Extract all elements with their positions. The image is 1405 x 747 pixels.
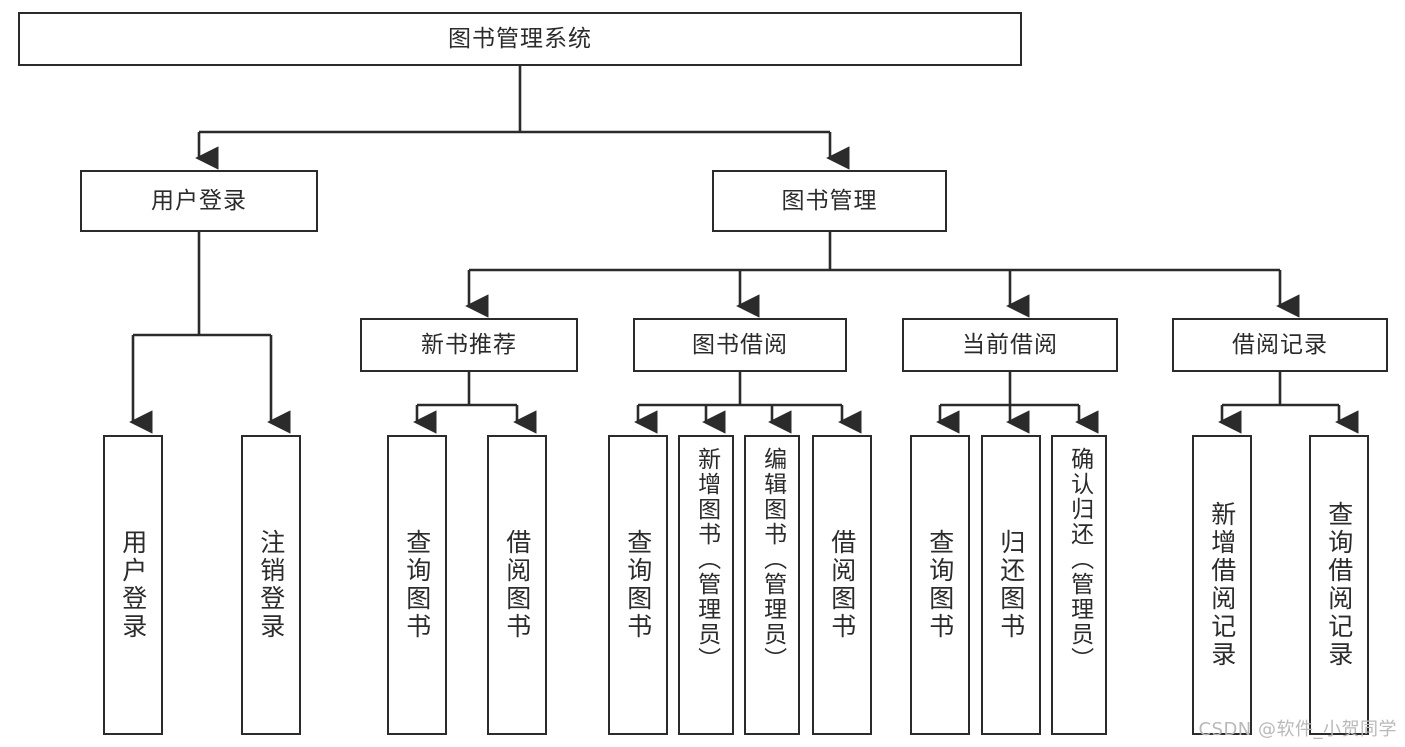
- node-label: 用户登录: [151, 187, 247, 214]
- node-label: 图书管理: [781, 187, 878, 214]
- csdn-watermark: CSDN @软件_小贺同学: [1198, 719, 1397, 740]
- node-label: 查询图书: [925, 529, 955, 641]
- leaf-query-book-recommend[interactable]: 查询图书: [387, 435, 447, 735]
- node-label: 当前借阅: [962, 331, 1058, 358]
- node-label: 查询图书: [623, 529, 653, 641]
- node-new-book-recommend[interactable]: 新书推荐: [360, 318, 578, 372]
- node-label: 查询图书: [402, 529, 432, 641]
- leaf-borrow-book[interactable]: 借阅图书: [812, 435, 872, 735]
- leaf-query-book-current[interactable]: 查询图书: [910, 435, 970, 735]
- node-label: 借阅图书: [827, 529, 857, 641]
- leaf-query-borrow-record[interactable]: 查询借阅记录: [1309, 435, 1369, 735]
- leaf-query-book-borrow[interactable]: 查询图书: [608, 435, 668, 735]
- node-label: 借阅图书: [502, 529, 532, 641]
- leaf-return-book[interactable]: 归还图书: [981, 435, 1041, 735]
- leaf-borrow-book-recommend[interactable]: 借阅图书: [487, 435, 547, 735]
- node-label: 归还图书: [996, 529, 1026, 641]
- node-current-borrow[interactable]: 当前借阅: [902, 318, 1118, 372]
- leaf-add-borrow-record[interactable]: 新增借阅记录: [1192, 435, 1252, 735]
- node-book-borrow[interactable]: 图书借阅: [633, 318, 847, 372]
- node-label: 查询借阅记录: [1324, 501, 1354, 669]
- leaf-user-login[interactable]: 用户登录: [103, 435, 163, 735]
- node-label: 注销登录: [256, 529, 286, 641]
- node-label: 新增图书（管理员）: [693, 447, 720, 672]
- node-root-system[interactable]: 图书管理系统: [18, 12, 1022, 66]
- node-label: 确认归还（管理员）: [1066, 447, 1093, 672]
- node-label: 新书推荐: [421, 331, 517, 358]
- leaf-add-book-admin[interactable]: 新增图书（管理员）: [678, 435, 734, 735]
- node-label: 新增借阅记录: [1207, 501, 1237, 669]
- leaf-logout[interactable]: 注销登录: [241, 435, 301, 735]
- node-book-management[interactable]: 图书管理: [712, 170, 947, 232]
- leaf-confirm-return-admin[interactable]: 确认归还（管理员）: [1051, 435, 1107, 735]
- node-label: 图书管理系统: [448, 25, 592, 52]
- node-user-login[interactable]: 用户登录: [80, 170, 318, 232]
- node-label: 借阅记录: [1232, 331, 1328, 358]
- node-label: 用户登录: [118, 529, 148, 641]
- node-label: 编辑图书（管理员）: [759, 447, 786, 672]
- node-label: 图书借阅: [692, 331, 788, 358]
- node-borrow-record[interactable]: 借阅记录: [1172, 318, 1388, 372]
- leaf-edit-book-admin[interactable]: 编辑图书（管理员）: [744, 435, 800, 735]
